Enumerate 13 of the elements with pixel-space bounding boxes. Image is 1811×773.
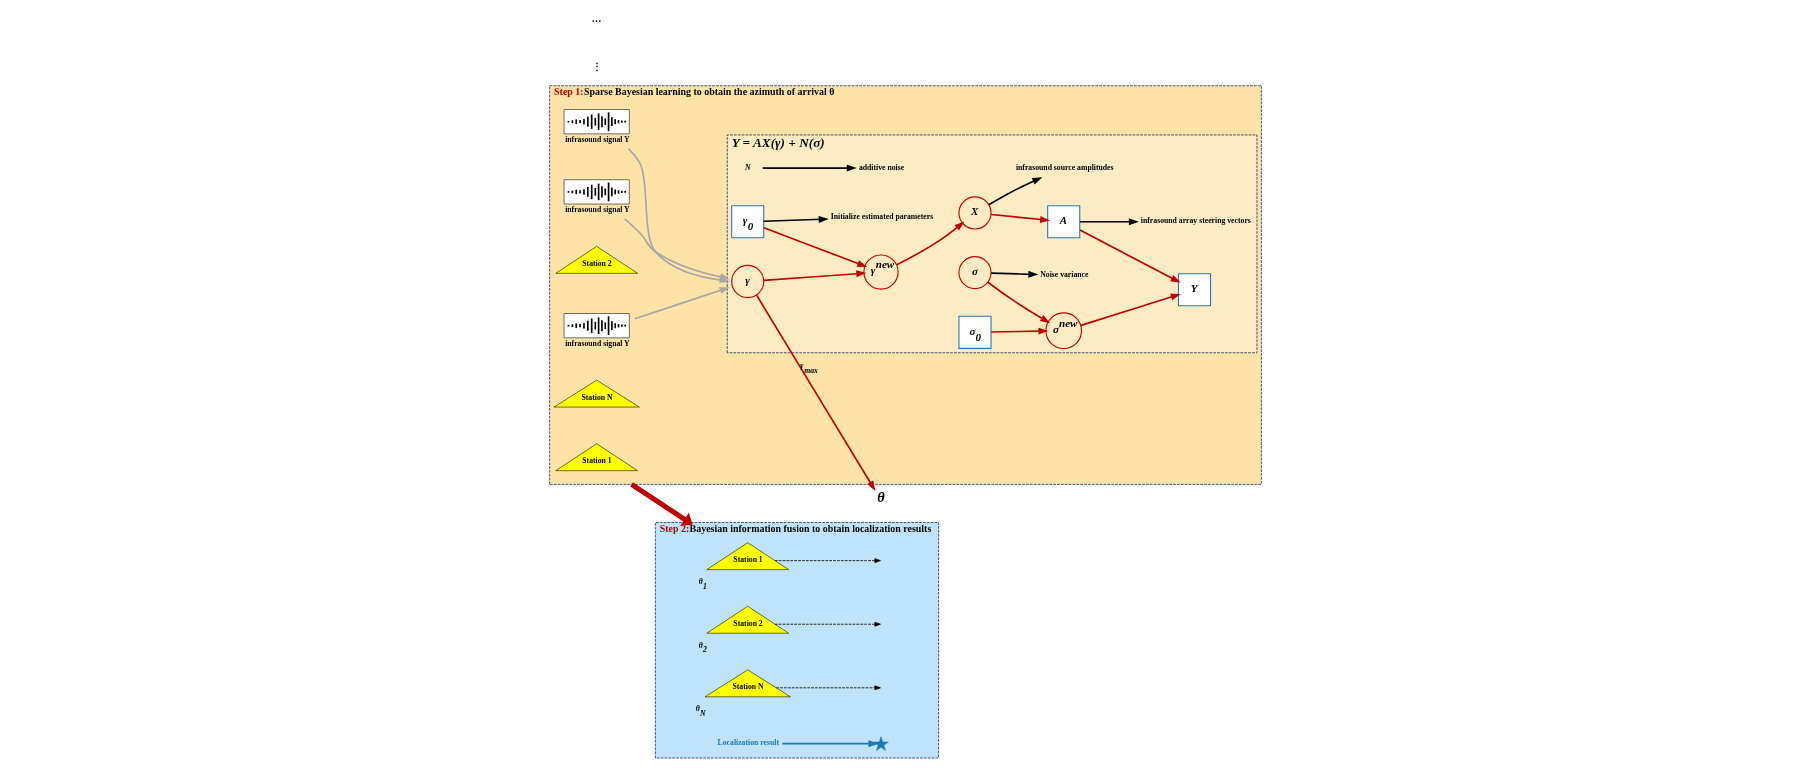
node-text: infrasound array steering vectors xyxy=(1140,216,1251,226)
label: … xyxy=(591,13,602,25)
node-text: Localization result xyxy=(717,738,779,748)
node-label: infrasound signal Y xyxy=(565,338,630,348)
label: ⋮ xyxy=(591,60,602,72)
node-text: infrasound source amplitudes xyxy=(1015,162,1114,172)
node-text: N xyxy=(744,162,751,172)
node-text: additive noise xyxy=(858,162,905,172)
node-label: infrasound signal Y xyxy=(565,134,630,144)
node-text: θ xyxy=(877,489,885,506)
node-text: Initialize estimated parameters xyxy=(830,211,934,221)
node-label: infrasound signal Y xyxy=(565,204,630,214)
node-text: Noise variance xyxy=(1040,269,1089,279)
